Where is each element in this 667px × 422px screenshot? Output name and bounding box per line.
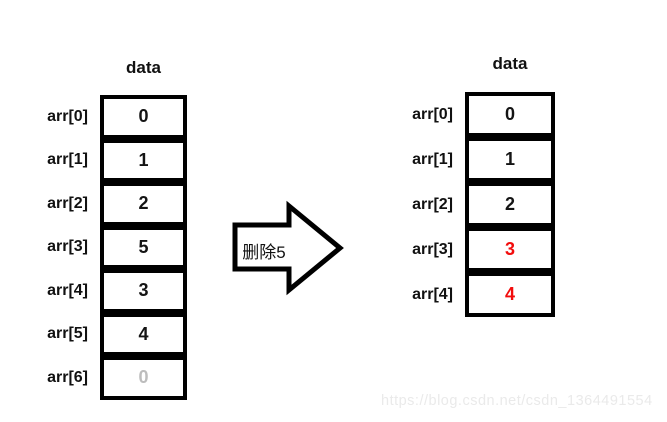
cell-value: 0: [504, 104, 515, 124]
cell-value: 4: [504, 284, 515, 304]
delete-arrow-label: 删除5: [242, 243, 286, 262]
index-label: arr[1]: [412, 150, 453, 168]
cell-value: 1: [504, 149, 515, 169]
cell-value: 2: [504, 194, 515, 214]
array-cell: 3: [465, 227, 555, 272]
index-label: arr[2]: [412, 195, 453, 213]
array-row: arr[1] 1: [385, 137, 555, 182]
array-row: arr[3] 5: [20, 225, 187, 269]
array-cell: 2: [100, 182, 187, 226]
array-row: arr[1] 1: [20, 138, 187, 182]
array-cell: 0: [100, 356, 187, 400]
index-label: arr[3]: [47, 238, 88, 256]
index-label: arr[5]: [47, 325, 88, 343]
array-cell: 4: [100, 312, 187, 356]
index-label: arr[4]: [412, 285, 453, 303]
array-cell: 0: [465, 92, 555, 137]
array-row: arr[4] 3: [20, 269, 187, 313]
cell-value: 3: [138, 280, 149, 301]
array-row: arr[0] 0: [20, 95, 187, 139]
cell-value: 1: [138, 149, 149, 170]
index-label: arr[1]: [47, 151, 88, 169]
index-label: arr[2]: [47, 194, 88, 212]
cell-value: 2: [138, 193, 149, 214]
array-row: arr[0] 0: [385, 92, 555, 137]
cell-value: 4: [138, 323, 149, 344]
left-array-header: data: [126, 58, 161, 77]
array-cell: 1: [100, 138, 187, 182]
index-label: arr[6]: [47, 368, 88, 386]
cell-value: 0: [138, 106, 149, 127]
cell-value: 5: [138, 236, 149, 257]
array-row: arr[6] 0: [20, 356, 187, 400]
array-row: arr[5] 4: [20, 312, 187, 356]
array-cell: 1: [465, 137, 555, 182]
index-label: arr[3]: [412, 240, 453, 258]
right-block-arrow-icon: [232, 200, 344, 296]
array-row: arr[4] 4: [385, 272, 555, 317]
array-cell: 4: [465, 272, 555, 317]
array-cell: 5: [100, 225, 187, 269]
array-cell: 3: [100, 269, 187, 313]
array-row: arr[2] 2: [20, 182, 187, 226]
delete-arrow: [225, 195, 355, 305]
left-array: arr[0] 0 arr[1] 1 arr[2] 2 arr[3] 5 arr[…: [20, 95, 187, 400]
right-array-header: data: [492, 54, 528, 73]
index-label: arr[0]: [47, 107, 88, 125]
array-cell: 0: [100, 95, 187, 139]
array-row: arr[3] 3: [385, 227, 555, 272]
cell-value: 0: [138, 367, 149, 388]
array-cell: 2: [465, 182, 555, 227]
index-label: arr[0]: [412, 105, 453, 123]
array-row: arr[2] 2: [385, 182, 555, 227]
index-label: arr[4]: [47, 281, 88, 299]
watermark-text: https://blog.csdn.net/csdn_1364491554: [381, 393, 653, 409]
cell-value: 3: [504, 239, 515, 259]
right-array: arr[0] 0 arr[1] 1 arr[2] 2 arr[3] 3 arr[…: [385, 92, 555, 317]
